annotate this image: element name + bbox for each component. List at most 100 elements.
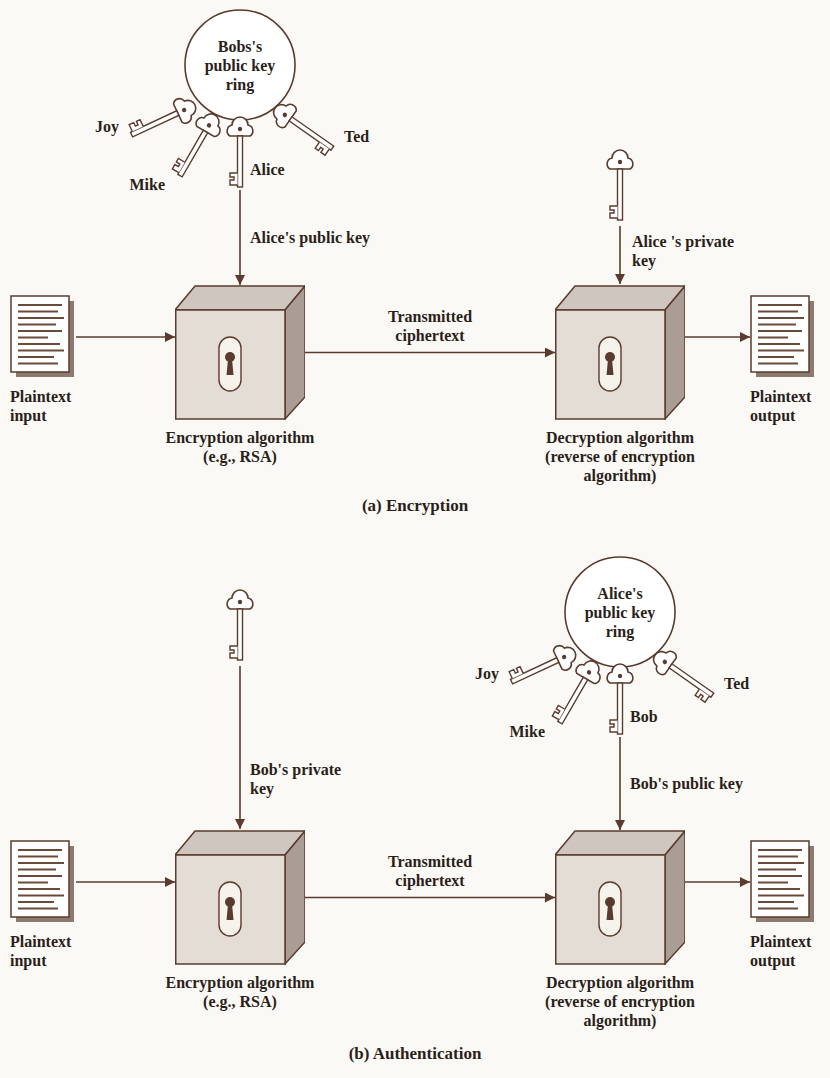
doc-node: Plaintext output bbox=[750, 295, 816, 379]
text-line bbox=[18, 849, 62, 851]
document-icon bbox=[10, 840, 76, 924]
text-line bbox=[758, 311, 798, 313]
text-line bbox=[758, 869, 796, 871]
key-owner-box: Mike bbox=[120, 175, 165, 194]
panel-caption: (a) Encryption bbox=[295, 496, 535, 516]
node-label-box: Plaintext output bbox=[750, 932, 830, 970]
algorithm-box bbox=[175, 285, 305, 420]
connector-arrow bbox=[685, 881, 750, 883]
text-line bbox=[758, 363, 798, 365]
box-shape bbox=[175, 830, 305, 965]
lock-plate bbox=[219, 337, 241, 391]
algorithm-box bbox=[555, 830, 685, 965]
edge-label-box: Transmitted ciphertext bbox=[375, 852, 485, 890]
document-label: Plaintext input bbox=[10, 387, 90, 425]
key-icon bbox=[549, 656, 606, 729]
key-ring bbox=[120, 8, 360, 190]
document-label: Plaintext output bbox=[750, 932, 830, 970]
key-owner: Mike bbox=[500, 722, 545, 741]
connector-arrow bbox=[76, 336, 175, 338]
panel-caption: (b) Authentication bbox=[295, 1044, 535, 1064]
document-label: Plaintext input bbox=[10, 932, 90, 970]
text-line bbox=[18, 356, 54, 358]
node-label-box: Decryption algorithm (reverse of encrypt… bbox=[531, 428, 709, 485]
panel-caption-box: (a) Encryption bbox=[295, 496, 535, 516]
node-label-box: Encryption algorithm (e.g., RSA) bbox=[155, 428, 325, 466]
text-line bbox=[758, 317, 804, 319]
text-line bbox=[758, 330, 802, 332]
keyhole bbox=[607, 359, 614, 375]
private-key-icon bbox=[607, 150, 633, 220]
ring-title: Alice's public key ring bbox=[578, 584, 662, 641]
edge-label-box: Transmitted ciphertext bbox=[375, 307, 485, 345]
box-top bbox=[175, 831, 305, 855]
key-owner: Joy bbox=[85, 117, 119, 136]
page bbox=[751, 841, 809, 917]
text-line bbox=[758, 862, 804, 864]
text-line bbox=[758, 908, 798, 910]
doc-node: Plaintext input bbox=[10, 295, 76, 379]
ring-node: Alice's public key ring bbox=[500, 555, 740, 737]
key-owner-box: Mike bbox=[500, 722, 545, 741]
ring-node: Bobs's public key ring bbox=[120, 8, 360, 190]
key-arrow bbox=[239, 666, 241, 829]
doc-shape bbox=[10, 840, 76, 924]
edge-label: Alice's public key bbox=[250, 228, 375, 247]
ring-shape bbox=[500, 555, 740, 737]
text-line bbox=[758, 337, 788, 339]
connector-arrow bbox=[305, 897, 555, 899]
algorithm-label: Encryption algorithm (e.g., RSA) bbox=[155, 973, 325, 1011]
key-owner-box: Ted bbox=[724, 674, 764, 693]
text-line bbox=[18, 869, 56, 871]
box-side bbox=[665, 286, 685, 419]
box-node: Decryption algorithm (reverse of encrypt… bbox=[555, 285, 685, 420]
box-shape bbox=[175, 285, 305, 420]
box-top bbox=[555, 831, 685, 855]
text-line bbox=[758, 350, 804, 352]
key-icon bbox=[648, 644, 720, 705]
key-owner-box: Joy bbox=[465, 664, 499, 683]
text-line bbox=[758, 304, 802, 306]
node-label-box: Alice's public key ring bbox=[578, 584, 662, 641]
box-shape bbox=[555, 830, 685, 965]
key-owner-box: Bob bbox=[630, 707, 690, 726]
key-arrow bbox=[619, 226, 621, 284]
algorithm-label: Encryption algorithm (e.g., RSA) bbox=[155, 428, 325, 466]
connector-arrow bbox=[685, 336, 750, 338]
key-owner-box: Ted bbox=[344, 127, 384, 146]
doc-node: Plaintext input bbox=[10, 840, 76, 924]
key-label: Alice 's private key bbox=[632, 232, 762, 270]
box-side bbox=[665, 831, 685, 964]
algorithm-label: Decryption algorithm (reverse of encrypt… bbox=[531, 428, 709, 485]
doc-node: Plaintext output bbox=[750, 840, 816, 924]
key-icon bbox=[506, 640, 580, 693]
text-line bbox=[758, 888, 800, 890]
text-line bbox=[758, 875, 802, 877]
node-label-box: Encryption algorithm (e.g., RSA) bbox=[155, 973, 325, 1011]
page bbox=[751, 296, 809, 372]
key-label-box: Bob's private key bbox=[250, 760, 360, 798]
key-owner: Mike bbox=[120, 175, 165, 194]
edge-label-box: Alice's public key bbox=[250, 228, 375, 247]
node-label-box: Bobs's public key ring bbox=[198, 37, 282, 94]
text-line bbox=[18, 311, 58, 313]
node-label-box: Plaintext input bbox=[10, 932, 90, 970]
text-line bbox=[18, 337, 48, 339]
text-line bbox=[18, 343, 60, 345]
box-top bbox=[555, 286, 685, 310]
algorithm-box bbox=[175, 830, 305, 965]
text-line bbox=[758, 856, 798, 858]
edge-label-box: Bob's public key bbox=[630, 774, 745, 793]
key-owner: Bob bbox=[630, 707, 690, 726]
key-icon bbox=[227, 117, 253, 187]
doc-shape bbox=[750, 295, 816, 379]
text-line bbox=[18, 882, 48, 884]
text-line bbox=[18, 901, 54, 903]
ring bbox=[185, 10, 295, 120]
node-label-box: Plaintext input bbox=[10, 387, 90, 425]
text-line bbox=[18, 350, 64, 352]
box-node: Encryption algorithm (e.g., RSA) bbox=[175, 830, 305, 965]
text-line bbox=[18, 317, 64, 319]
